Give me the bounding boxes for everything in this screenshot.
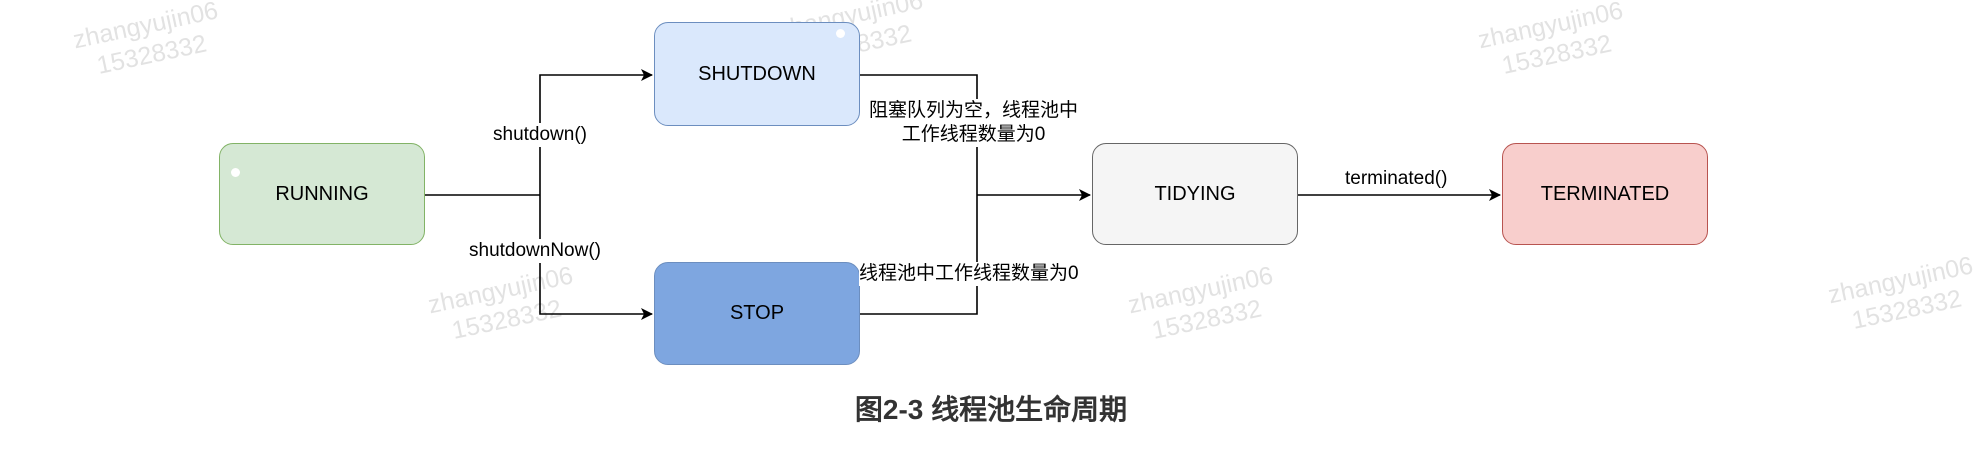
node-terminated-label: TERMINATED: [1540, 182, 1670, 205]
edge-label-shutdown-now: shutdownNow(): [469, 239, 601, 263]
edge-to-shutdown: [539, 69, 653, 195]
edge-label-terminated: terminated(): [1345, 168, 1448, 189]
edge-stop-merge: [860, 195, 978, 315]
edge-label-queue-empty: 阻塞队列为空，线程池中 工作线程数量为0: [869, 99, 1079, 147]
figure-caption: 图2-3 线程池生命周期: [854, 394, 1128, 425]
handle-dot: [836, 29, 845, 38]
node-shutdown: SHUTDOWN: [654, 22, 860, 126]
handle-dot: [231, 168, 240, 177]
edge-label-shutdown: shutdown(): [493, 123, 587, 147]
node-terminated: TERMINATED: [1502, 143, 1708, 245]
node-stop-label: STOP: [729, 302, 785, 324]
node-tidying: TIDYING: [1092, 143, 1298, 245]
node-stop: STOP: [654, 262, 860, 365]
edge-label-queue-empty-line1: 阻塞队列为空，线程池中: [869, 100, 1079, 121]
edge-to-stop: [539, 195, 653, 320]
node-running: RUNNING: [219, 143, 425, 245]
node-running-label: RUNNING: [275, 182, 369, 205]
node-shutdown-label: SHUTDOWN: [698, 62, 816, 85]
node-tidying-label: TIDYING: [1154, 182, 1236, 205]
edge-shutdown-merge: [860, 74, 978, 195]
edge-label-workers-zero: 线程池中工作线程数量为0: [859, 262, 1079, 286]
edge-label-queue-empty-line2: 工作线程数量为0: [901, 124, 1046, 145]
